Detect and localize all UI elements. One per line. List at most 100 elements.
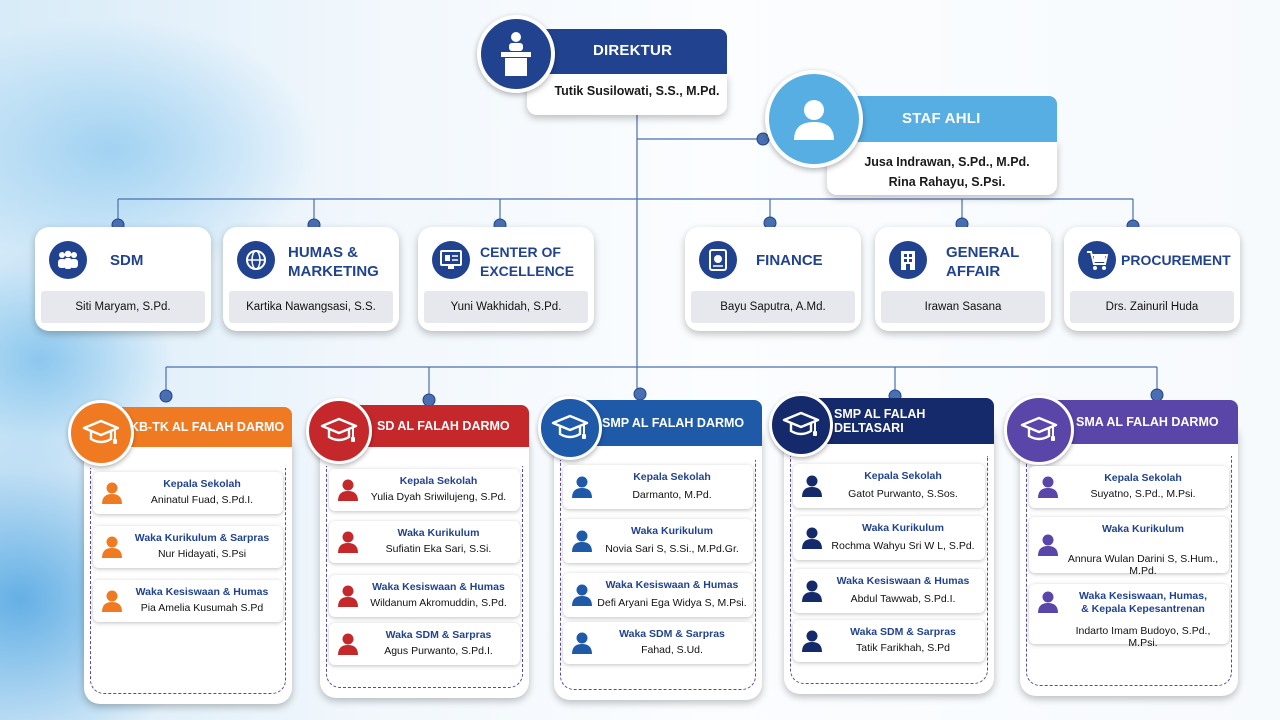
director-card: Tutik Susilowati, S.S., M.Pd. (527, 74, 727, 115)
staf-ahli-header: STAF AHLI (827, 96, 1057, 142)
school-card-border (90, 468, 286, 694)
role-title: Kepala Sekolah (1104, 472, 1182, 484)
dept-card-humas: HUMAS & MARKETING Kartika Nawangsasi, S.… (223, 227, 399, 331)
school-card-border (560, 460, 756, 690)
dept-title: FINANCE (756, 252, 823, 269)
person-icon (1037, 475, 1059, 499)
staf-ahli-title: STAF AHLI (902, 110, 981, 127)
graduation-cap-icon (538, 396, 602, 460)
dept-name: Bayu Saputra, A.Md. (691, 291, 855, 323)
person-icon (337, 478, 359, 502)
role-title: Waka SDM & Sarpras (850, 626, 956, 638)
dept-name: Kartika Nawangsasi, S.S. (229, 291, 393, 323)
role-name: Rochma Wahyu Sri W L, S.Pd. (831, 540, 975, 552)
dept-name: Yuni Wakhidah, S.Pd. (424, 291, 588, 323)
role-name: Pia Amelia Kusumah S.Pd (140, 602, 264, 614)
school-card-border (790, 456, 988, 684)
person-icon (571, 529, 593, 553)
role-title: Kepala Sekolah (399, 475, 478, 487)
dept-card-finance: FINANCE Bayu Saputra, A.Md. (685, 227, 861, 331)
role-title: Kepala Sekolah (163, 478, 241, 490)
person-icon (337, 584, 359, 608)
dept-name: Drs. Zainuril Huda (1070, 291, 1234, 323)
person-icon (765, 70, 863, 168)
person-icon (801, 579, 823, 603)
person-icon (337, 530, 359, 554)
role-name: Agus Purwanto, S.Pd.I. (384, 645, 493, 657)
person-icon (101, 589, 123, 613)
role-name: Defi Aryani Ega Widya S, M.Psi. (597, 597, 747, 609)
person-icon (571, 583, 593, 607)
person-icon (571, 631, 593, 655)
graduation-cap-icon (68, 400, 134, 466)
person-icon (1037, 590, 1059, 614)
role-name: Annura Wulan Darini S, S.Hum., M.Pd. (1067, 553, 1219, 577)
director-header: DIREKTUR (527, 29, 727, 74)
role-name: Darmanto, M.Pd. (632, 489, 712, 501)
school-card-border (326, 466, 523, 688)
dept-card-sdm: SDM Siti Maryam, S.Pd. (35, 227, 211, 331)
person-icon (571, 475, 593, 499)
graduation-cap-icon (769, 393, 833, 457)
role-title: Waka Kurikulum & Sarpras (134, 532, 270, 544)
role-title: Waka Kurikulum (397, 527, 480, 539)
role-title: Waka Kesiswaan & Humas (605, 579, 739, 591)
role-title: Waka SDM & Sarpras (619, 628, 725, 640)
dept-name: Siti Maryam, S.Pd. (41, 291, 205, 323)
dept-title: SDM (110, 252, 144, 269)
person-icon (101, 481, 123, 505)
role-title: Kepala Sekolah (864, 470, 942, 482)
dept-card-coe: CENTER OF EXCELLENCE Yuni Wakhidah, S.Pd… (418, 227, 594, 331)
dept-title: HUMAS & MARKETING (288, 244, 379, 280)
role-name: Tatik Farikhah, S.Pd (856, 642, 950, 654)
role-title: Waka Kesiswaan & Humas (135, 586, 269, 598)
role-title: Waka Kesiswaan, Humas, & Kepala Kepesant… (1079, 590, 1207, 615)
role-name: Wildanum Akromuddin, S.Pd. (370, 597, 507, 609)
dept-card-procurement: PROCUREMENT Drs. Zainuril Huda (1064, 227, 1240, 331)
role-title: Kepala Sekolah (633, 471, 711, 483)
role-name: Indarto Imam Budoyo, S.Pd., M.Psi. (1075, 625, 1211, 649)
role-title: Waka Kurikulum (631, 525, 713, 537)
director-name: Tutik Susilowati, S.S., M.Pd. (554, 84, 720, 98)
school-card-border (1026, 456, 1232, 686)
role-name: Sufiatin Eka Sari, S.Si. (385, 543, 492, 555)
dept-card-general-affair: GENERAL AFFAIR Irawan Sasana (875, 227, 1051, 331)
building-icon (889, 241, 927, 279)
staf-ahli-name: Jusa Indrawan, S.Pd., M.Pd. (864, 155, 1030, 169)
graduation-cap-icon (1004, 395, 1074, 465)
role-name: Yulia Dyah Sriwilujeng, S.Pd. (370, 491, 507, 503)
role-title: Waka SDM & Sarpras (385, 629, 492, 641)
role-row: Waka Kesiswaan, Humas, & Kepala Kepesant… (1029, 584, 1229, 649)
role-title: Waka Kurikulum (862, 522, 944, 534)
staf-ahli-name: Rina Rahayu, S.Psi. (888, 175, 1006, 189)
role-name: Gatot Purwanto, S.Sos. (848, 488, 958, 500)
role-title: Waka Kurikulum (1102, 523, 1184, 535)
people-icon (49, 241, 87, 279)
role-name: Abdul Tawwab, S.Pd.I. (850, 593, 956, 605)
cart-icon (1078, 241, 1116, 279)
role-name: Suyatno, S.Pd., M.Psi. (1090, 488, 1196, 500)
role-name: Nur Hidayati, S.Psi (157, 548, 247, 560)
podium-icon (477, 15, 555, 93)
person-icon (801, 474, 823, 498)
dept-title: GENERAL AFFAIR (946, 244, 1020, 280)
dept-title: CENTER OF EXCELLENCE (480, 244, 575, 279)
dept-title: PROCUREMENT (1121, 252, 1231, 268)
staf-ahli-card: Jusa Indrawan, S.Pd., M.Pd. Rina Rahayu,… (827, 141, 1057, 195)
role-title: Waka Kesiswaan & Humas (836, 575, 970, 587)
graduation-cap-icon (306, 398, 372, 464)
